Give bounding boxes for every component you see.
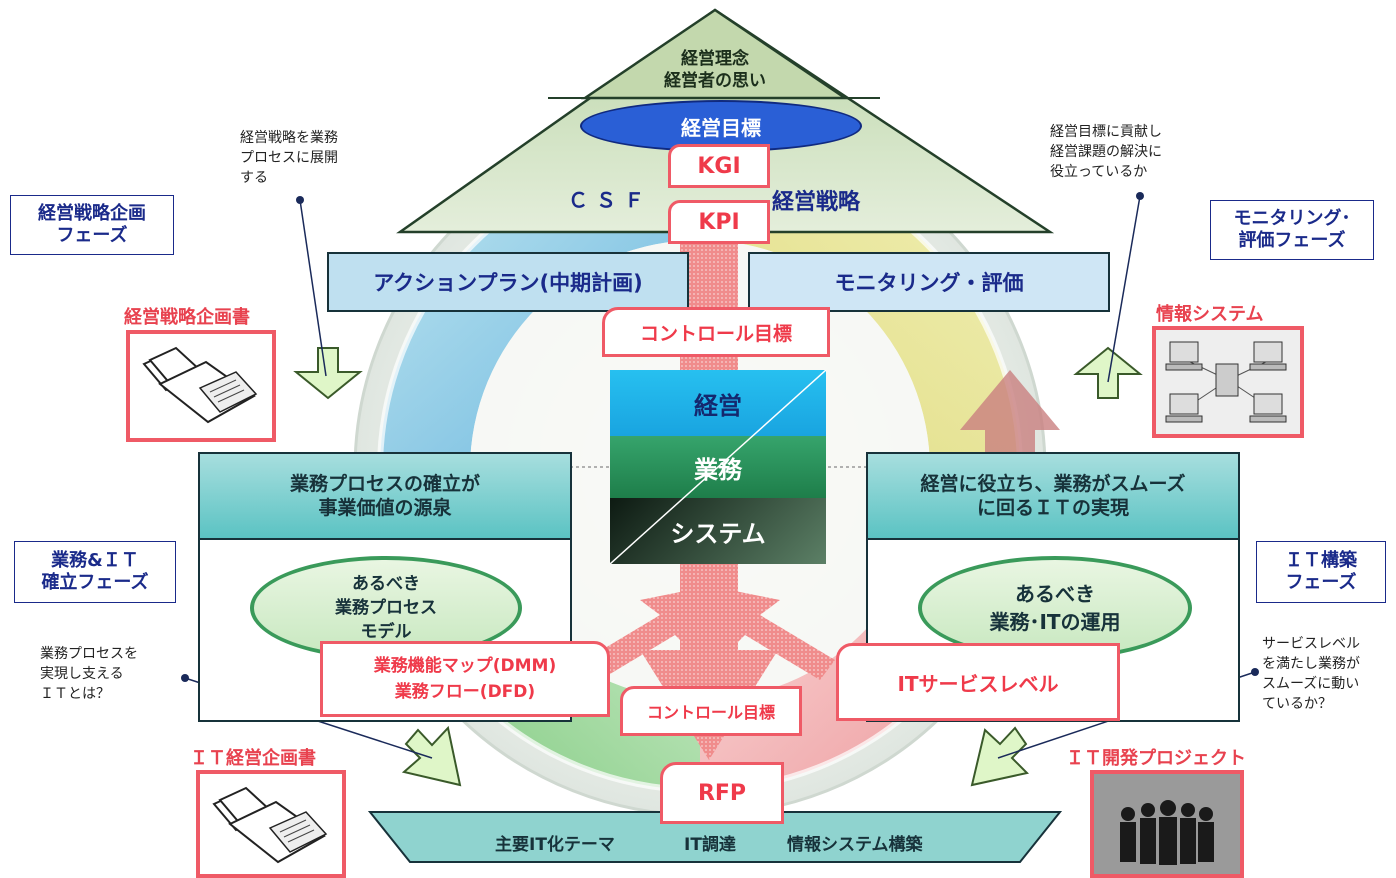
right-ellipse: あるべき 業務･ITの運用 xyxy=(918,556,1192,660)
phase-it-build: ＩＴ構築 フェーズ xyxy=(1256,541,1386,603)
kgi-tag: KGI xyxy=(668,144,770,188)
bottom-procurement-label: IT調達 xyxy=(684,835,736,855)
philosophy-label: 経営理念 経営者の思い xyxy=(664,49,766,91)
action-plan-bar: アクションプラン(中期計画) xyxy=(327,252,689,312)
bottom-theme-label: 主要IT化テーマ xyxy=(495,835,615,855)
note-bottom-right: サービスレベル を満たし業務が スムーズに動い ているか？ xyxy=(1262,636,1360,712)
it-project-picture xyxy=(1090,770,1244,878)
kgi-label: KGI xyxy=(697,153,741,179)
it-plan-doc-picture xyxy=(196,770,346,878)
label-strategy-doc: 経営戦略企画書 xyxy=(124,307,250,328)
right-tag-label: ITサービスレベル xyxy=(897,671,1059,696)
left-panel-header: 業務プロセスの確立が 事業価値の源泉 xyxy=(200,454,570,540)
stack-business-label: 業務 xyxy=(694,455,742,484)
control-target-top-label: コントロール目標 xyxy=(639,322,792,345)
control-target-bottom-label: コントロール目標 xyxy=(646,703,775,722)
goal-ellipse: 経営目標 xyxy=(580,100,862,152)
right-tag: ITサービスレベル xyxy=(836,643,1120,721)
phase-business-it: 業務&ＩＴ 確立フェーズ xyxy=(14,541,176,603)
csf-label: ＣＳＦ xyxy=(568,188,652,212)
folder-document-icon xyxy=(212,786,328,864)
note-top-left: 経営戦略を業務 プロセスに展開 する xyxy=(240,130,338,186)
note-bottom-left: 業務プロセスを 実現し支える ＩＴとは？ xyxy=(40,646,138,702)
network-computers-icon xyxy=(1165,341,1287,423)
folder-document-icon xyxy=(142,346,258,424)
rfp-tag: RFP xyxy=(660,762,784,824)
monitoring-label: モニタリング・評価 xyxy=(834,271,1024,295)
strategy-label: 経営戦略 xyxy=(772,190,861,215)
bottom-build-label: 情報システム構築 xyxy=(787,835,923,855)
kpi-tag: KPI xyxy=(668,200,770,244)
kpi-label: KPI xyxy=(698,209,740,235)
team-silhouette-icon xyxy=(1094,774,1240,874)
note-top-right: 経営目標に貢献し 経営課題の解決に 役立っているか xyxy=(1050,124,1162,180)
strategy-doc-picture xyxy=(126,330,276,442)
label-it-plan-doc: ＩＴ経営企画書 xyxy=(190,748,316,769)
info-system-picture xyxy=(1152,326,1304,438)
stack-management-label: 経営 xyxy=(694,391,742,420)
control-target-top: コントロール目標 xyxy=(602,307,830,357)
action-plan-label: アクションプラン(中期計画) xyxy=(373,271,643,295)
stack-system-label: システム xyxy=(670,519,766,548)
control-target-bottom: コントロール目標 xyxy=(620,686,802,736)
phase-strategy: 経営戦略企画 フェーズ xyxy=(10,195,174,255)
label-info-system: 情報システム xyxy=(1156,304,1264,325)
label-it-project: ＩＴ開発プロジェクト xyxy=(1066,748,1246,769)
phase-monitoring: モニタリング･ 評価フェーズ xyxy=(1210,200,1374,260)
rfp-label: RFP xyxy=(697,780,747,806)
monitoring-bar: モニタリング・評価 xyxy=(748,252,1110,312)
right-panel-header: 経営に役立ち、業務がスムーズ に回るＩＴの実現 xyxy=(868,454,1238,540)
stack-diagonal-line xyxy=(610,370,826,564)
goal-label: 経営目標 xyxy=(681,115,761,140)
left-tag: 業務機能マップ(DMM) 業務フロー(DFD) xyxy=(320,641,610,717)
